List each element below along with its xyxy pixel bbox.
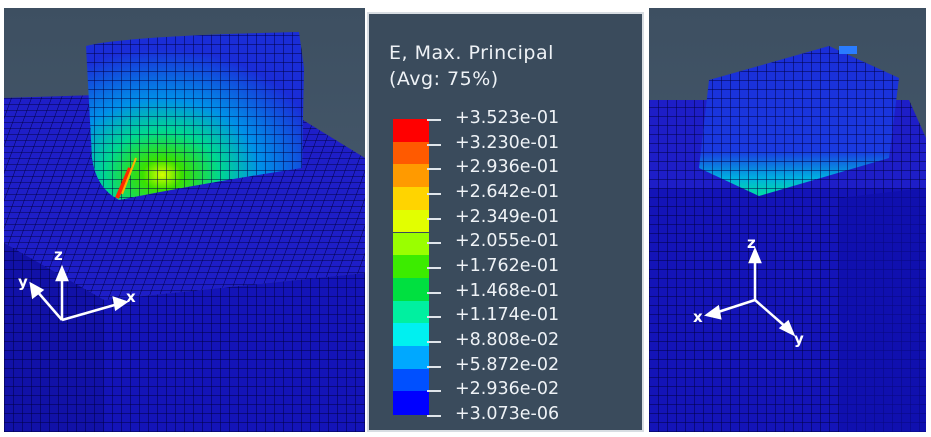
- legend-tick-label: +2.936e-02: [455, 379, 560, 400]
- legend-tick: [427, 217, 441, 220]
- right-axis-x-label: x: [693, 308, 703, 326]
- legend-tick: [427, 390, 441, 393]
- legend-title: E, Max. Principal: [389, 42, 554, 64]
- left-axis-triad: [29, 264, 129, 322]
- right-axis-z-label: z: [747, 234, 756, 252]
- legend-subtitle: (Avg: 75%): [389, 68, 499, 90]
- legend-tick-label: +2.349e-01: [455, 206, 560, 227]
- left-axis-z-label: z: [54, 246, 63, 264]
- legend-swatch: [393, 187, 429, 210]
- legend-tick-label: +2.642e-01: [455, 182, 560, 202]
- left-axis-x-label: x: [126, 288, 136, 306]
- legend-swatch: [393, 232, 429, 256]
- right-model-view: z x y: [649, 8, 926, 432]
- legend-tick: [427, 341, 441, 343]
- legend-tick: [427, 119, 441, 121]
- legend-ticks: [427, 117, 447, 417]
- stress-concentration-line: [115, 167, 132, 199]
- left-model-view: z x y: [4, 8, 365, 432]
- legend-swatch: [393, 346, 429, 369]
- legend-swatch: [393, 391, 429, 415]
- legend-swatch: [393, 300, 429, 324]
- legend-tick: [427, 242, 441, 245]
- left-mesh-drawing: z x y: [4, 32, 365, 432]
- legend-tick-label: +5.872e-02: [455, 354, 560, 375]
- legend-color-bar: [393, 119, 429, 415]
- right-axis-triad: [704, 246, 796, 337]
- legend-tick: [427, 168, 441, 171]
- legend-tick: [427, 316, 441, 319]
- legend-tick: [427, 143, 441, 146]
- legend-tick-label: +1.762e-01: [455, 256, 560, 276]
- top-stress-spot: [839, 46, 857, 54]
- legend-tick: [427, 267, 441, 269]
- legend-tick: [427, 291, 441, 294]
- legend-tick-label: +3.073e-06: [455, 404, 560, 424]
- legend-swatch: [393, 368, 429, 392]
- legend-swatch: [393, 164, 429, 188]
- left-axis-y-label: y: [18, 273, 28, 291]
- legend-tick: [427, 193, 441, 195]
- legend-swatch: [393, 255, 429, 278]
- legend-tick-label: +3.523e-01: [455, 108, 560, 128]
- legend-tick-label: +2.936e-01: [455, 157, 560, 178]
- legend-tick-label: +3.230e-01: [455, 132, 560, 153]
- legend-swatch: [393, 209, 429, 233]
- legend-tick-label: +1.468e-01: [455, 280, 560, 301]
- legend-swatch: [393, 119, 429, 142]
- legend-tick-label: +8.808e-02: [455, 330, 560, 350]
- legend-tick-label: +1.174e-01: [455, 305, 560, 326]
- legend-swatch: [393, 277, 429, 301]
- right-axis-y-label: y: [794, 330, 804, 348]
- legend-swatch: [393, 323, 429, 346]
- base-block-side-face: [839, 188, 926, 432]
- legend-tick: [427, 415, 441, 417]
- legend-tick: [427, 365, 441, 368]
- legend-swatch: [393, 141, 429, 165]
- contour-legend: E, Max. Principal (Avg: 75%) +3.523e-01 +…: [367, 12, 644, 432]
- right-mesh-drawing: z x y: [649, 46, 926, 432]
- legend-tick-label: +2.055e-01: [455, 231, 560, 252]
